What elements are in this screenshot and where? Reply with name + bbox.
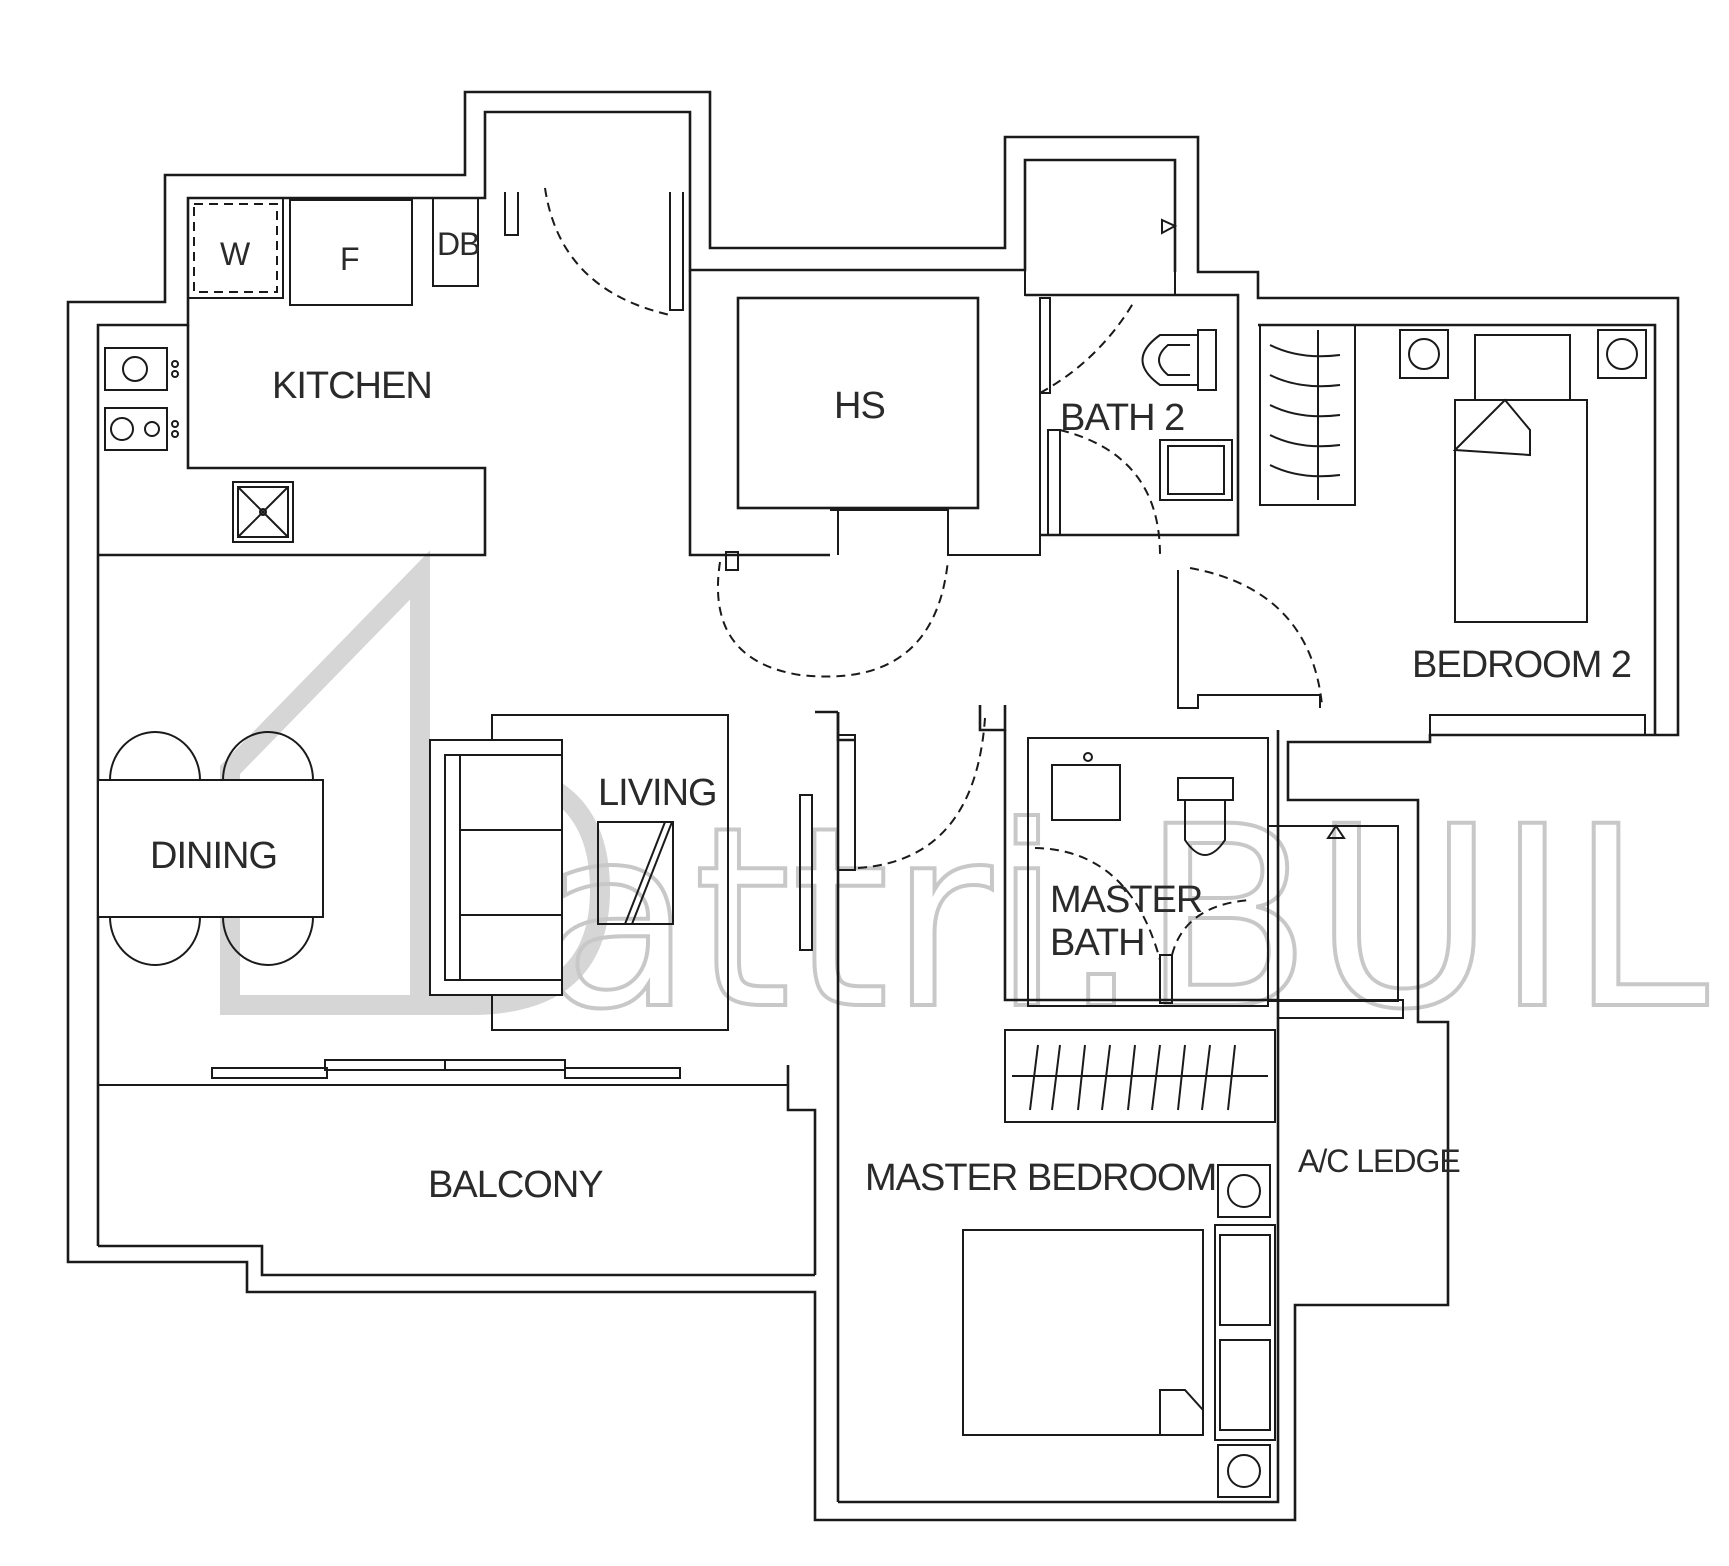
master-bath-label-2: BATH xyxy=(1050,922,1145,964)
kitchen: W F DB KITCHEN xyxy=(98,197,487,557)
bath2-label: BATH 2 xyxy=(1060,397,1184,439)
balcony-label: BALCONY xyxy=(428,1164,603,1206)
master-bedroom: MASTER BEDROOM xyxy=(865,1029,1276,1498)
washer-label: W xyxy=(220,236,251,272)
bedroom2-label: BEDROOM 2 xyxy=(1412,644,1631,686)
sink-icon xyxy=(232,481,294,543)
dining-label: DINING xyxy=(150,835,277,877)
washer xyxy=(187,197,284,299)
watermark: attri.BUILD xyxy=(220,550,1729,1066)
bath-2: BATH 2 xyxy=(1024,159,1240,556)
ac-ledge-label: A/C LEDGE xyxy=(1298,1143,1460,1179)
toilet-icon xyxy=(1141,329,1217,391)
db-box xyxy=(432,197,479,287)
master-bath: MASTER BATH xyxy=(1003,730,1280,1007)
master-wardrobe-icon xyxy=(1004,1029,1276,1123)
master-bath-label-1: MASTER xyxy=(1050,879,1202,921)
master-bedroom-label: MASTER BEDROOM xyxy=(865,1157,1216,1199)
side-table-icon xyxy=(1399,329,1647,379)
bedroom-2: BEDROOM 2 xyxy=(1177,324,1647,736)
tv-table-icon xyxy=(597,821,674,925)
stove-icon xyxy=(104,347,179,451)
tv-icon xyxy=(799,794,813,951)
bed-icon xyxy=(1452,334,1588,623)
main-door xyxy=(504,187,684,316)
balcony-sliding-door xyxy=(97,1059,817,1275)
master-bed-icon xyxy=(962,1224,1276,1441)
hs-label: HS xyxy=(834,385,885,427)
master-toilet-icon xyxy=(1177,777,1234,856)
wardrobe-icon xyxy=(1269,330,1341,500)
household-shelter: HS xyxy=(688,270,1041,678)
living-dining: LIVING DINING xyxy=(97,705,1007,1031)
master-side-table-icon xyxy=(1217,1164,1271,1498)
dining-table-icon xyxy=(97,731,324,966)
living-label: LIVING xyxy=(598,772,717,814)
basin-icon xyxy=(1159,439,1233,501)
ac-ledge: A/C LEDGE xyxy=(1267,824,1461,1179)
sofa-icon xyxy=(429,739,563,996)
kitchen-label: KITCHEN xyxy=(272,365,432,407)
fridge-label: F xyxy=(340,241,359,277)
fridge xyxy=(289,199,413,306)
watermark-text: attri.BUILD xyxy=(540,773,1729,1064)
master-basin-icon xyxy=(1051,752,1121,821)
db-label: DB xyxy=(437,226,479,262)
outer-walls xyxy=(66,90,1680,1522)
